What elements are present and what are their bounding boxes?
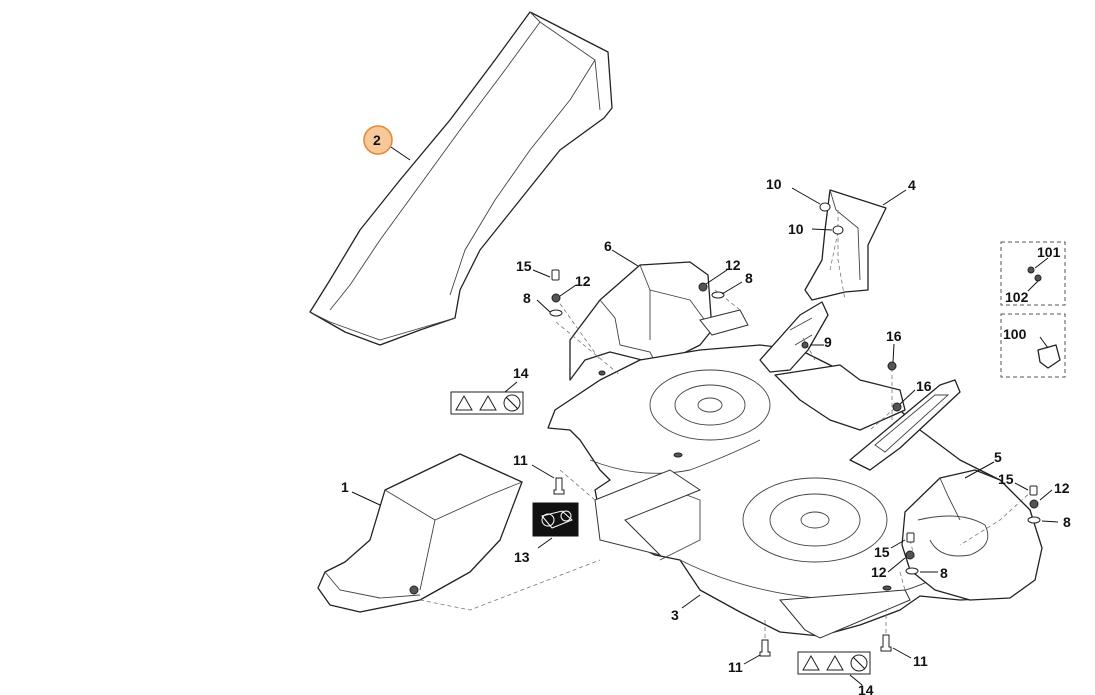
callout-2[interactable]: 2	[373, 132, 381, 148]
washer-8-left	[549, 309, 563, 317]
bolt-11-bottom-right	[880, 634, 892, 652]
callout-11-bottom-left[interactable]: 11	[728, 659, 743, 675]
callout-12-mid[interactable]: 12	[725, 257, 741, 273]
callout-2-highlight[interactable]	[363, 125, 393, 155]
bolt-11-left	[553, 477, 565, 495]
washer-8-mid	[711, 291, 725, 299]
callout-101[interactable]: 101	[1037, 244, 1061, 260]
callout-5[interactable]: 5	[994, 449, 1002, 465]
callout-16-mid[interactable]: 16	[916, 378, 932, 394]
callout-11-bottom-right[interactable]: 11	[913, 653, 928, 669]
callout-6[interactable]: 6	[604, 238, 612, 254]
part-13-belt-decal[interactable]	[532, 502, 579, 537]
assembly-lines	[419, 210, 1034, 645]
bolt-10-top	[819, 202, 831, 212]
callout-14-lower[interactable]: 14	[858, 682, 874, 695]
callout-13[interactable]: 13	[514, 549, 530, 565]
part-14-label-lower[interactable]	[797, 651, 871, 675]
washer-8-right	[1027, 516, 1041, 524]
callout-4[interactable]: 4	[908, 177, 916, 193]
part-16-arm[interactable]	[849, 379, 961, 471]
spacer-15-bottom	[906, 532, 915, 543]
callout-11-left[interactable]: 11	[513, 452, 528, 468]
washer-8-bottom	[905, 567, 919, 575]
callout-8-right[interactable]: 8	[1063, 514, 1071, 530]
part-9-support-arm[interactable]	[759, 301, 906, 431]
callout-1[interactable]: 1	[341, 479, 349, 495]
callout-15-bottom[interactable]: 15	[874, 544, 890, 560]
bolt-10-mid	[832, 225, 844, 235]
kit-box-100[interactable]	[1000, 313, 1066, 378]
part-6-belt-cover[interactable]	[569, 261, 749, 381]
callout-12-bottom[interactable]: 12	[871, 564, 887, 580]
callout-15-left[interactable]: 15	[516, 258, 532, 274]
spacer-15-right	[1029, 485, 1038, 496]
part-1-mulch-plug[interactable]	[317, 453, 523, 613]
callout-3[interactable]: 3	[671, 607, 679, 623]
callout-12-right[interactable]: 12	[1054, 480, 1070, 496]
callout-100[interactable]: 100	[1003, 326, 1027, 342]
callout-8-left[interactable]: 8	[523, 290, 531, 306]
kit-box-101-102[interactable]	[1000, 241, 1066, 306]
part-4-baffle[interactable]	[804, 189, 887, 301]
callout-8-bottom[interactable]: 8	[940, 565, 948, 581]
nut-12-mid	[698, 282, 708, 292]
callout-15-right[interactable]: 15	[998, 471, 1014, 487]
callout-16-top[interactable]: 16	[886, 328, 902, 344]
nut-12-left	[551, 293, 561, 303]
part-2-chute[interactable]	[309, 11, 613, 346]
callout-labels: 2 6 4 10 10 15 12 8 12 8 9 16 16 14 11 1…	[341, 132, 1071, 695]
nut-12-bottom	[905, 550, 915, 560]
callout-8-mid[interactable]: 8	[745, 270, 753, 286]
hardware	[549, 202, 1041, 657]
callout-102[interactable]: 102	[1005, 289, 1029, 305]
nut-12-right	[1029, 499, 1039, 509]
callout-14-upper[interactable]: 14	[513, 365, 529, 381]
callout-10-mid[interactable]: 10	[788, 221, 804, 237]
callout-10-top[interactable]: 10	[766, 176, 782, 192]
nut-16-top	[887, 361, 897, 371]
spacer-15-left	[551, 269, 560, 281]
leader-lines	[351, 144, 1059, 686]
callout-9[interactable]: 9	[824, 334, 832, 350]
callout-12-left[interactable]: 12	[575, 273, 591, 289]
part-14-label-upper[interactable]	[450, 391, 524, 415]
bolt-9	[801, 341, 809, 349]
nut-16-mid	[892, 402, 902, 412]
bolt-11-bottom-left	[759, 639, 771, 657]
